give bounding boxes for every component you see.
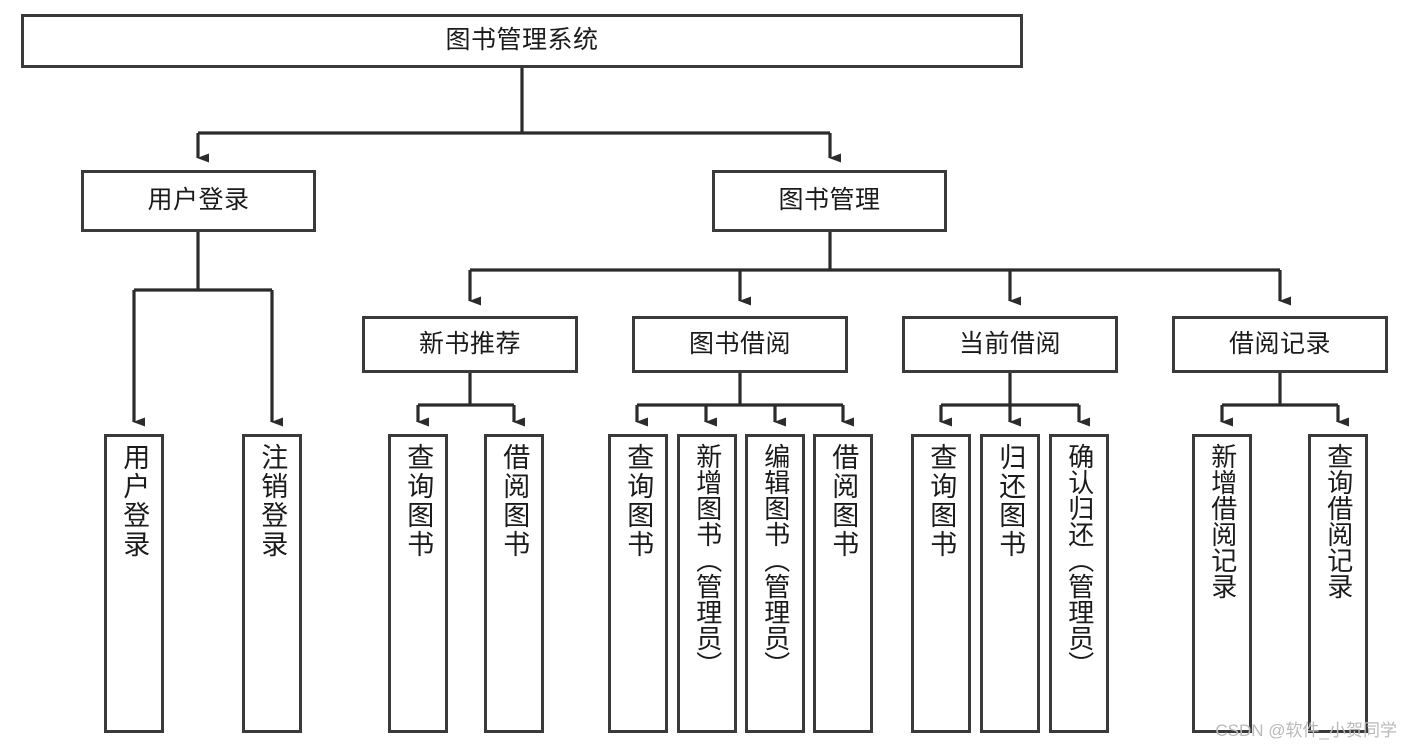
node-leaf-query-record[interactable]: 查询借阅记录 (1308, 434, 1368, 733)
node-borrow-record[interactable]: 借阅记录 (1172, 316, 1388, 373)
node-current-borrow[interactable]: 当前借阅 (902, 316, 1118, 373)
node-leaf-logout-login[interactable]: 注销登录 (242, 434, 302, 733)
node-current-borrow-label: 当前借阅 (958, 329, 1061, 358)
node-leaf-query-book-2-label: 查询图书 (623, 443, 654, 559)
node-new-book-recommend-label: 新书推荐 (418, 329, 521, 358)
node-book-borrow-label: 图书借阅 (688, 329, 791, 358)
node-leaf-borrow-book-2[interactable]: 借阅图书 (813, 434, 873, 733)
node-leaf-add-book-label: 新增图书（管理员） (692, 443, 723, 677)
node-leaf-add-book[interactable]: 新增图书（管理员） (677, 434, 737, 733)
node-leaf-edit-book-label: 编辑图书（管理员） (760, 443, 791, 677)
node-book-borrow[interactable]: 图书借阅 (632, 316, 848, 373)
node-leaf-borrow-book-1[interactable]: 借阅图书 (484, 434, 544, 733)
node-leaf-borrow-book-2-label: 借阅图书 (828, 443, 859, 559)
node-leaf-logout-login-label: 注销登录 (257, 443, 288, 559)
node-leaf-confirm-return[interactable]: 确认归还（管理员） (1049, 434, 1109, 733)
node-leaf-return-book-label: 归还图书 (995, 443, 1026, 559)
node-new-book-recommend[interactable]: 新书推荐 (362, 316, 578, 373)
node-leaf-confirm-return-label: 确认归还（管理员） (1064, 443, 1095, 677)
node-borrow-record-label: 借阅记录 (1228, 329, 1331, 358)
node-leaf-return-book[interactable]: 归还图书 (980, 434, 1040, 733)
node-leaf-query-book-1-label: 查询图书 (403, 443, 434, 559)
node-leaf-query-record-label: 查询借阅记录 (1323, 443, 1354, 599)
node-leaf-user-login[interactable]: 用户登录 (104, 434, 164, 733)
node-leaf-borrow-book-1-label: 借阅图书 (499, 443, 530, 559)
node-leaf-query-book-1[interactable]: 查询图书 (388, 434, 448, 733)
node-book-manage[interactable]: 图书管理 (712, 170, 947, 232)
node-user-login[interactable]: 用户登录 (81, 170, 316, 232)
node-leaf-add-record[interactable]: 新增借阅记录 (1192, 434, 1252, 733)
node-book-manage-label: 图书管理 (778, 186, 881, 215)
node-leaf-edit-book[interactable]: 编辑图书（管理员） (745, 434, 805, 733)
node-leaf-user-login-label: 用户登录 (119, 443, 150, 559)
node-root-book-management-system[interactable]: 图书管理系统 (21, 14, 1023, 68)
node-root-label: 图书管理系统 (445, 26, 599, 55)
node-leaf-query-book-2[interactable]: 查询图书 (608, 434, 668, 733)
node-leaf-add-record-label: 新增借阅记录 (1207, 443, 1238, 599)
node-user-login-label: 用户登录 (147, 186, 250, 215)
node-leaf-query-book-3-label: 查询图书 (926, 443, 957, 559)
node-leaf-query-book-3[interactable]: 查询图书 (911, 434, 971, 733)
